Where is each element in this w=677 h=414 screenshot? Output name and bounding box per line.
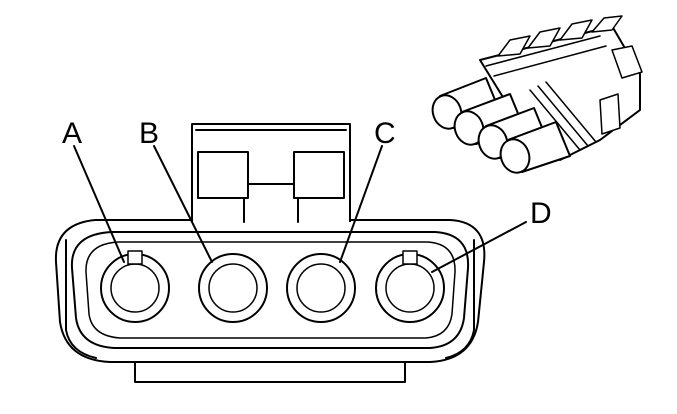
leader-lines	[73, 145, 527, 273]
iso-fin-3	[559, 19, 593, 41]
label-b: B	[139, 117, 159, 150]
locking-tab	[191, 123, 351, 223]
iso-tube-4	[499, 121, 571, 174]
iso-edge-2	[493, 45, 607, 77]
connector-iso-view	[431, 15, 643, 174]
leader-c	[339, 145, 383, 263]
iso-edge-1	[485, 35, 601, 67]
cavity-d-key	[402, 250, 418, 265]
iso-seal-3	[545, 81, 597, 143]
seal-line	[85, 241, 456, 339]
tab-left-block	[197, 151, 249, 199]
iso-fin-4	[591, 15, 623, 33]
left-flange	[65, 239, 97, 359]
leader-d	[431, 221, 527, 273]
iso-fin-1	[497, 35, 531, 57]
iso-latch	[599, 93, 621, 135]
iso-side-tab	[611, 45, 643, 79]
connector-face	[54, 219, 486, 383]
iso-seal-1	[529, 89, 581, 151]
label-a: A	[62, 117, 82, 150]
label-c: C	[374, 117, 396, 150]
leader-a	[73, 145, 125, 263]
cavity-c-terminal	[296, 263, 346, 313]
label-d: D	[530, 197, 552, 230]
housing-inner	[70, 231, 470, 349]
cavity-a-key	[127, 250, 143, 265]
leader-b	[153, 145, 213, 263]
right-flange	[445, 239, 475, 359]
cavity-c	[286, 253, 356, 323]
iso-seal-2	[537, 85, 589, 147]
cavity-b-terminal	[208, 263, 258, 313]
cavity-b	[198, 253, 268, 323]
cavity-a	[100, 250, 170, 323]
cavity-d	[375, 250, 445, 323]
tab-right-block	[293, 151, 345, 199]
iso-fin-2	[527, 27, 561, 49]
